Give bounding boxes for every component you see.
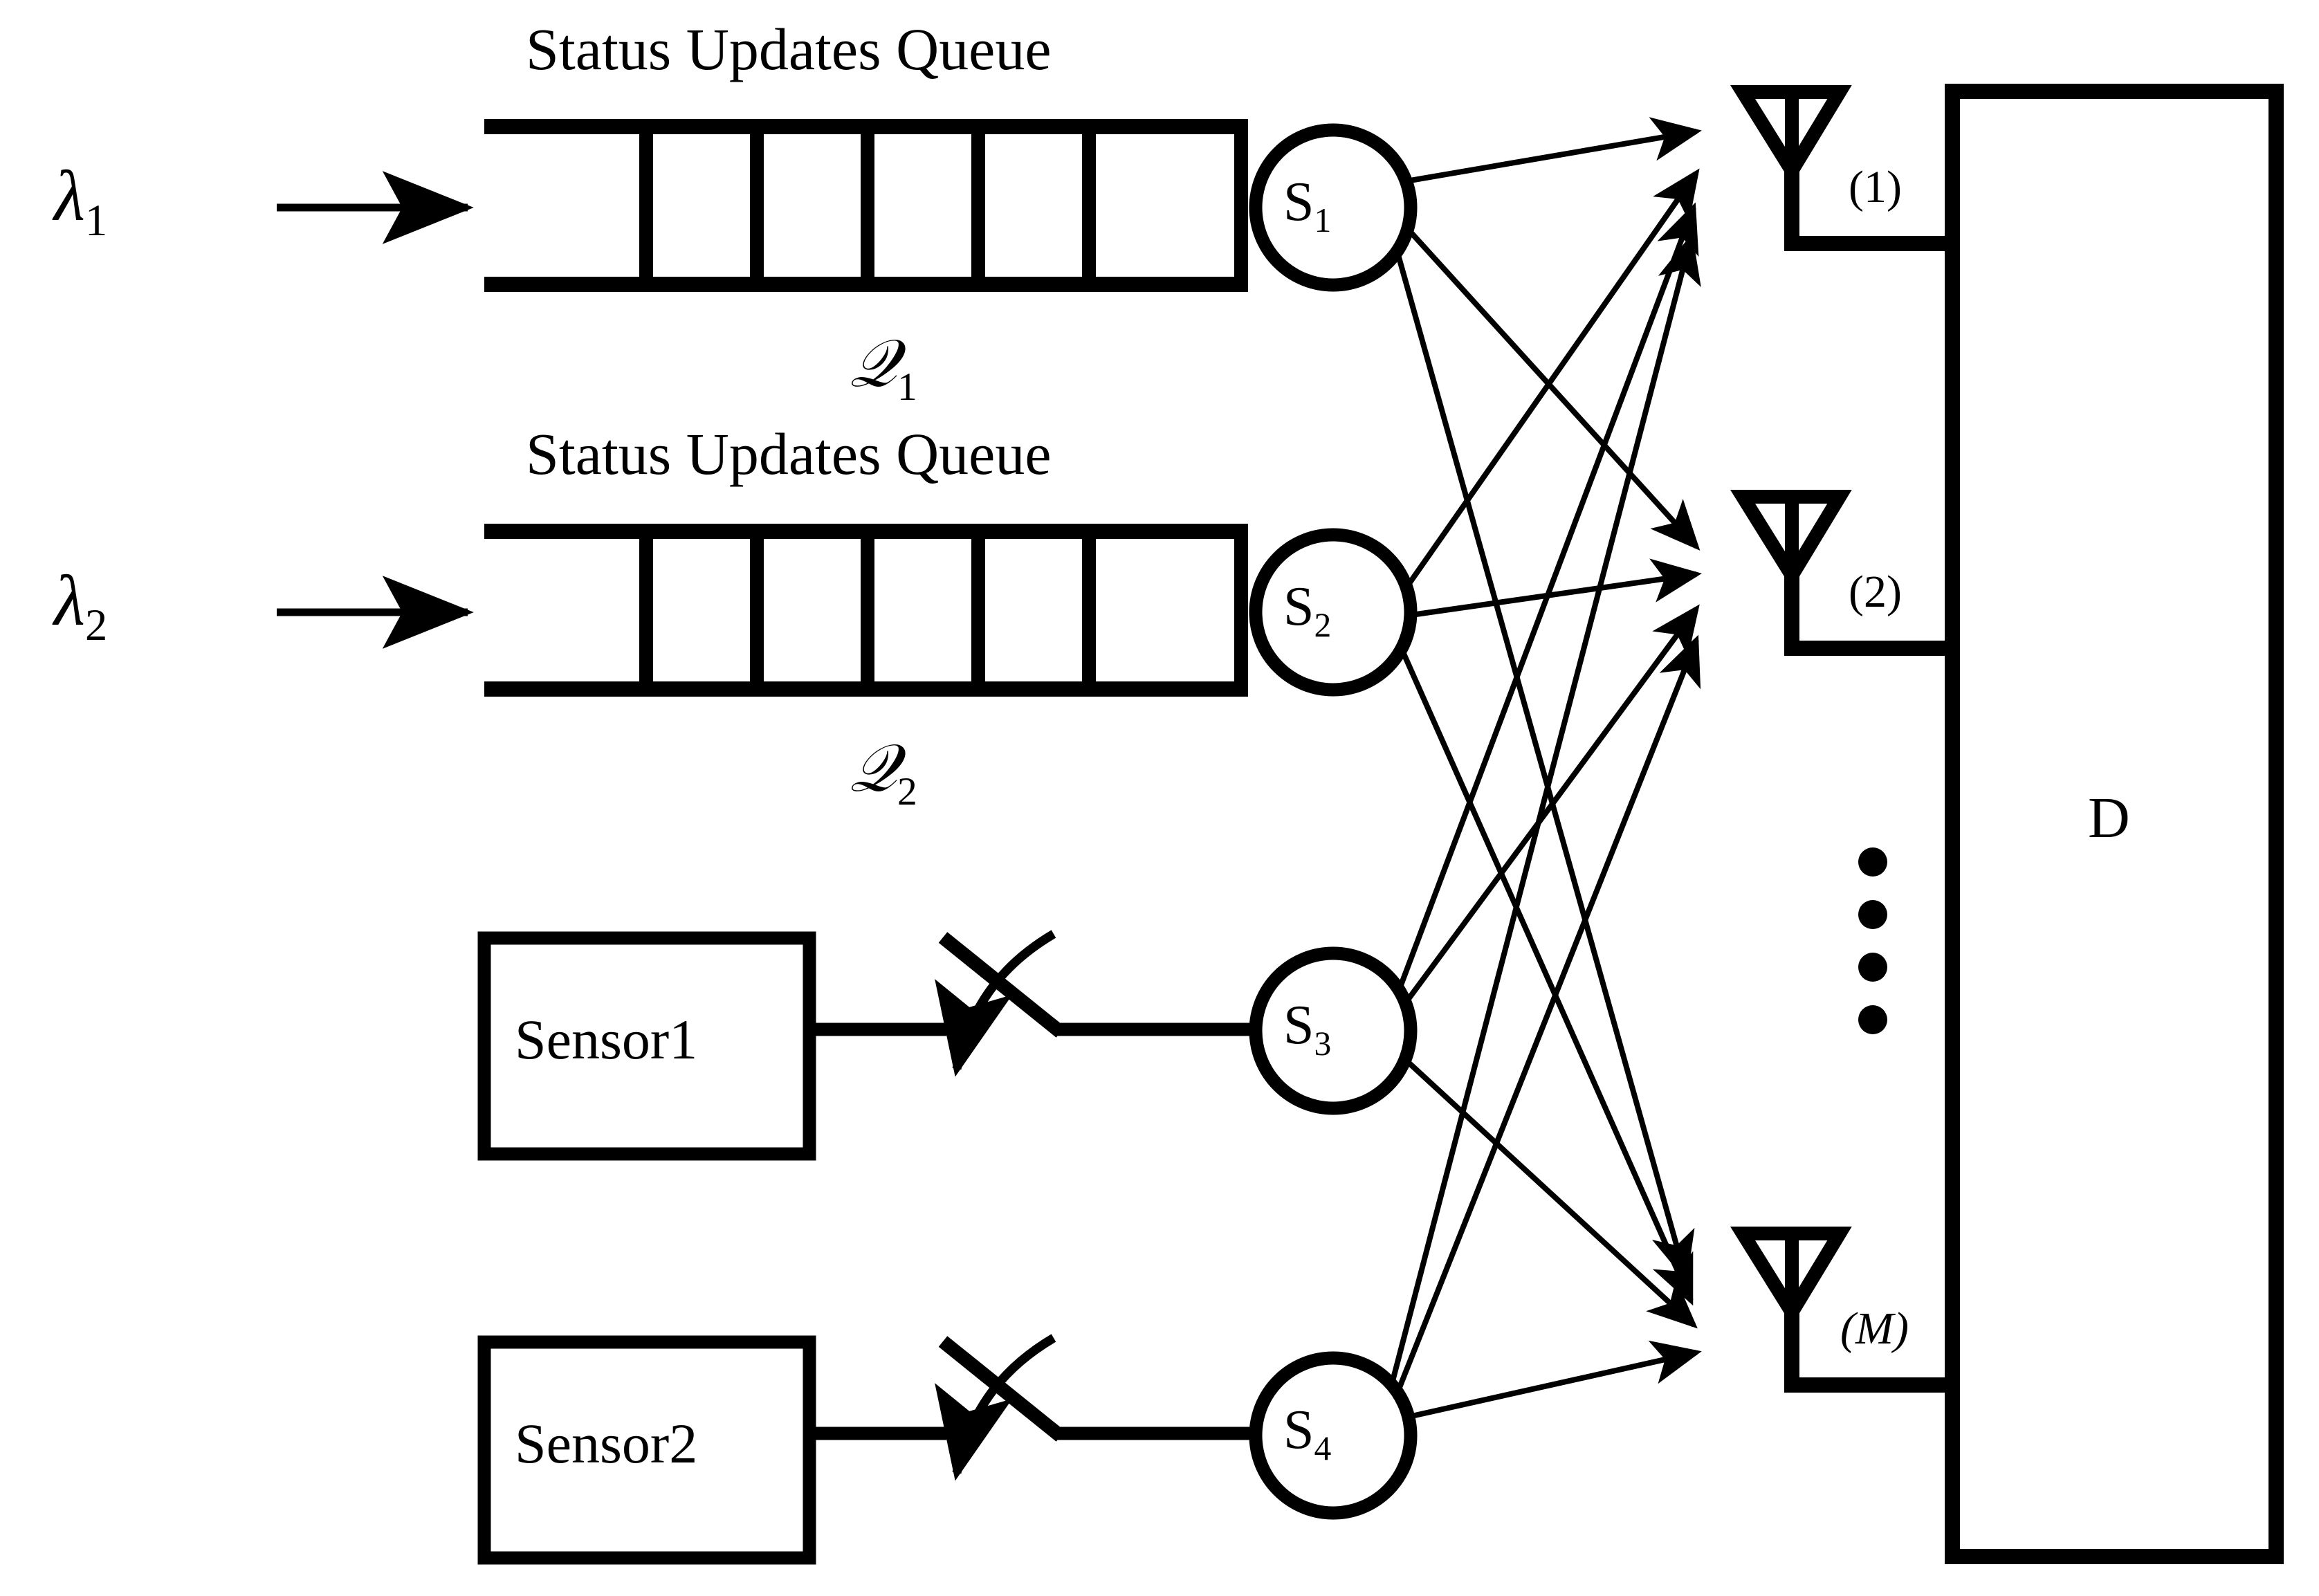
source-S4-subscript: 4 <box>1314 1429 1332 1467</box>
link-S1-antennaM <box>1396 256 1695 1282</box>
antenna-2-index-label: (2) <box>1849 567 1902 617</box>
queue-2-divider <box>971 524 985 697</box>
sensor-2-switch-actuation-arc <box>935 1334 1056 1481</box>
antenna-2-feedline <box>1784 641 1960 656</box>
antenna-2-graphic <box>1730 490 1960 656</box>
link-S2-antenna1 <box>1402 168 1700 591</box>
queue-1-right-edge <box>1234 119 1248 292</box>
link-S4-antenna2 <box>1396 634 1701 1391</box>
sensor-1-label: Sensor1 <box>515 1008 698 1071</box>
queue-2-symbol: 𝒬 <box>850 731 897 805</box>
link-S2-antennaM <box>1399 648 1694 1306</box>
antenna-M-feedline <box>1784 1377 1960 1393</box>
queue-1-divider <box>1082 119 1096 292</box>
queue-1-divider <box>971 119 985 292</box>
source-node-S4-circle <box>1249 1351 1418 1520</box>
antenna-M-graphic <box>1730 1227 1960 1393</box>
arrival-rate-subscript: 2 <box>85 600 108 650</box>
sensor-2-box <box>477 1335 816 1565</box>
arrival-rate-label-2: λ2 <box>54 565 107 648</box>
queue-1-symbol: 𝒬 <box>850 327 897 401</box>
queue-2-divider <box>1082 524 1096 697</box>
source-node-S2-circle <box>1249 528 1418 697</box>
antenna-1-graphic <box>1730 85 1960 251</box>
queue-2-title: Status Updates Queue <box>526 421 1052 487</box>
destination-label: D <box>2088 786 2130 850</box>
queue-1-label: 𝒬1 <box>850 331 917 407</box>
queue-1-divider <box>750 119 764 292</box>
destination-block <box>1945 84 2284 1564</box>
link-S3-antenna2 <box>1402 604 1700 1007</box>
source-node-S4-label: S4 <box>1283 1402 1331 1466</box>
queue-1-graphic <box>277 119 1418 292</box>
arrival-rate-symbol: λ <box>54 156 86 236</box>
queue-2-subscript: 2 <box>897 770 917 814</box>
queue-1-title: Status Updates Queue <box>526 16 1052 82</box>
source-S3-subscript: 3 <box>1314 1025 1332 1063</box>
source-S1-symbol: S <box>1283 172 1314 232</box>
source-S2-symbol: S <box>1283 576 1314 637</box>
queue-2-label: 𝒬2 <box>850 735 917 812</box>
sensor-2-label: Sensor2 <box>515 1412 698 1475</box>
source-node-S2-label: S2 <box>1283 579 1331 643</box>
sensor-1-box <box>477 931 816 1161</box>
source-S3-symbol: S <box>1283 995 1314 1056</box>
queue-1-divider <box>861 119 874 292</box>
antenna-1-index-label: (1) <box>1849 162 1902 212</box>
source-S2-subscript: 2 <box>1314 606 1332 644</box>
queue-2-right-edge <box>1234 524 1248 697</box>
queue-2-divider <box>639 524 653 697</box>
antenna-M-index-label: (M) <box>1840 1303 1909 1354</box>
sensor-1-switch-blade <box>938 932 1065 1038</box>
queue-2-divider <box>861 524 874 697</box>
source-node-S1-circle <box>1249 123 1418 292</box>
arrival-rate-label-1: λ1 <box>54 160 107 243</box>
queue-2-graphic <box>277 524 1418 697</box>
arrival-rate-subscript: 1 <box>85 195 108 245</box>
source-node-S1-label: S1 <box>1283 174 1331 238</box>
sensor-1-graphic <box>477 930 1418 1161</box>
source-node-S3-label: S3 <box>1283 998 1331 1061</box>
wireless-links <box>1389 117 1702 1420</box>
queue-1-divider <box>639 119 653 292</box>
link-S1-antenna1 <box>1405 117 1702 184</box>
source-node-S3-circle <box>1249 946 1418 1115</box>
link-S4-antenna1 <box>1389 233 1701 1385</box>
link-S2-antenna2 <box>1411 558 1702 618</box>
link-S3-antenna1 <box>1396 202 1699 992</box>
sensor-1-switch-actuation-arc <box>935 930 1056 1077</box>
link-S1-antenna2 <box>1405 226 1701 551</box>
link-S3-antennaM <box>1406 1060 1698 1329</box>
queue-2-divider <box>750 524 764 697</box>
antenna-1-feedline <box>1784 236 1960 251</box>
source-S1-subscript: 1 <box>1314 201 1332 239</box>
sensor-2-switch-blade <box>938 1336 1065 1442</box>
antenna-ellipsis-icon <box>1858 847 1887 1034</box>
arrival-rate-symbol: λ <box>54 561 86 641</box>
queue-1-subscript: 1 <box>897 365 917 410</box>
source-S4-symbol: S <box>1283 1400 1314 1460</box>
link-S4-antennaM <box>1408 1340 1702 1420</box>
sensor-2-graphic <box>477 1334 1418 1565</box>
